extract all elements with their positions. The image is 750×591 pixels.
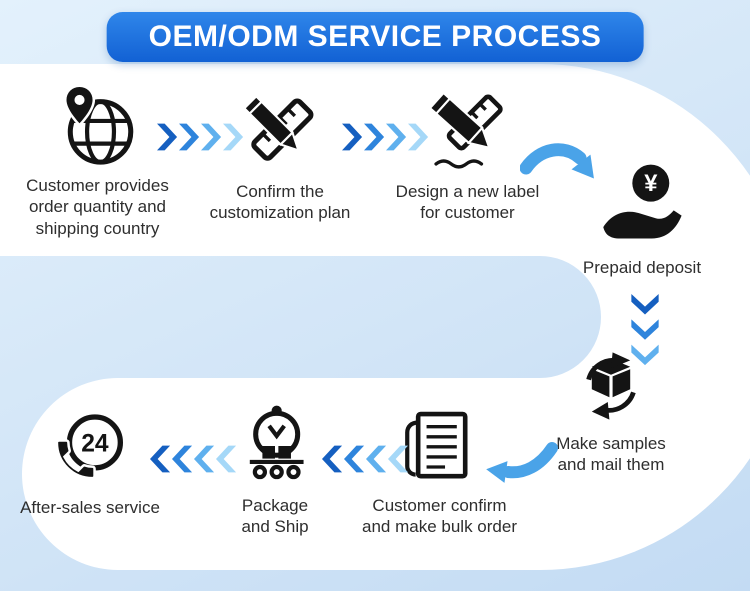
step-confirm-plan: Confirm the customization plan: [195, 90, 365, 224]
design-pencil-icon: [426, 90, 510, 174]
step-make-samples: Make samples and mail them: [543, 346, 679, 476]
step-customer-provides: Customer provides order quantity and shi…: [5, 84, 190, 239]
step-label: Package and Ship: [241, 496, 309, 537]
hand-coin-yen-icon: ¥: [598, 162, 686, 250]
yen-symbol: ¥: [644, 170, 658, 197]
step-after-sales: 24 After-sales service: [10, 408, 170, 518]
step-package-ship: Package and Ship: [205, 404, 345, 538]
step-label: Confirm the customization plan: [209, 182, 351, 223]
curved-arrow-left-icon: [486, 442, 558, 483]
phone-24-icon: 24: [49, 408, 131, 490]
chevrons-down-icon: [631, 294, 659, 366]
chevrons-right-icon: [342, 123, 429, 151]
step-label: Design a new label for customer: [395, 182, 540, 223]
package-machine-icon: [233, 404, 317, 488]
step-label: Customer provides order quantity and shi…: [26, 176, 169, 238]
globe-pin-icon: [56, 84, 140, 168]
sample-box-icon: [571, 346, 651, 426]
pencil-ruler-icon: [238, 90, 322, 174]
phone-badge: 24: [81, 430, 109, 457]
step-prepaid-deposit: ¥ Prepaid deposit: [572, 162, 712, 278]
step-customer-confirm: Customer confirm and make bulk order: [352, 404, 527, 538]
chevrons-right-icon: [157, 123, 244, 151]
step-label: Customer confirm and make bulk order: [362, 496, 517, 537]
banner-title: OEM/ODM SERVICE PROCESS: [106, 12, 644, 62]
step-label: After-sales service: [20, 498, 160, 517]
step-label: Make samples and mail them: [556, 434, 666, 475]
curved-arrow-down-right-icon: [520, 143, 594, 179]
chevrons-left-icon: [150, 445, 237, 473]
step-label: Prepaid deposit: [582, 258, 702, 277]
chevrons-left-icon: [322, 445, 409, 473]
document-icon: [398, 404, 482, 488]
step-design-label: Design a new label for customer: [380, 90, 555, 224]
